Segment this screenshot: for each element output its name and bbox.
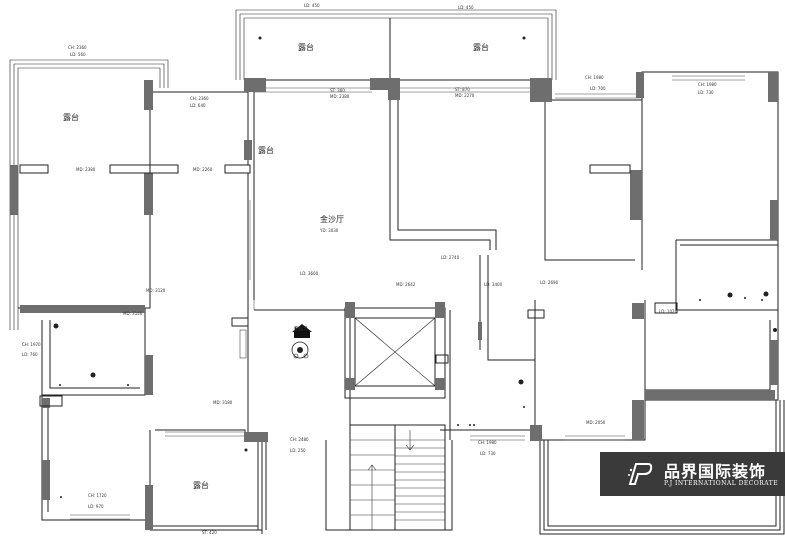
dim-ld730-bottom: LD: 730: [480, 451, 496, 456]
dim-ld2740: LD: 2740: [441, 255, 460, 260]
dim-ch1980-bottom: CH: 1980: [478, 440, 497, 445]
dim-md2380-left: MD: 2380: [76, 167, 96, 172]
dim-ld450-a: LD: 450: [304, 3, 320, 8]
dim-md2260: MD: 2260: [193, 167, 213, 172]
dim-md2642: MD: 2642: [396, 282, 416, 287]
brand-name: 品界国际装饰: [664, 462, 767, 481]
brand-logo-icon: [628, 463, 653, 485]
dim-md2050: MD: 2050: [586, 420, 606, 425]
dim-ld3400: LD: 3400: [484, 282, 503, 287]
dim-md3120: MD: 3120: [146, 288, 166, 293]
dim-ld760: LD: 760: [22, 352, 38, 357]
dim-ld2690: LD: 2690: [540, 280, 559, 285]
room-label-main-hall: 金沙厅: [320, 214, 344, 224]
door-gaps: [20, 165, 630, 173]
dim-ch1980-top: CH: 1980: [585, 75, 604, 80]
dim-st420: ST: 420: [202, 530, 217, 535]
fixture-dots: [53, 36, 777, 498]
dim-ld970: LD: 970: [88, 504, 104, 509]
dim-st870: ST: 870: [455, 87, 470, 92]
dim-ch1980-right: CH: 1980: [698, 82, 717, 87]
door-gap-outlines: [19, 164, 678, 407]
window-openings: [70, 75, 745, 520]
room-label-balcony-top-left: 露台: [298, 42, 314, 52]
dim-ch2360-mid: CH: 2360: [190, 96, 209, 101]
room-label-balcony-top-right: 露台: [473, 42, 489, 52]
top-balcony-walls: [235, 9, 557, 81]
entrance-icon: [239, 324, 312, 359]
dim-ld700: LD: 700: [590, 86, 606, 91]
brand-watermark: 品界国际装饰 P.J INTERNATIONAL DECORATE: [600, 452, 785, 496]
elevator-shaft: [344, 307, 446, 399]
dim-ld560: LD: 560: [70, 52, 86, 57]
room-label-balcony-corridor: 露台: [258, 145, 274, 155]
dim-ch1970: CH: 1970: [22, 342, 41, 347]
structural-columns: [10, 72, 778, 530]
dim-yd3030: YD: 3030: [319, 228, 339, 233]
dim-md2380: MD: 2380: [330, 94, 350, 99]
dim-ld450-b: LD: 450: [458, 5, 474, 10]
brand-subtitle: P.J INTERNATIONAL DECORATE: [664, 480, 779, 487]
dim-ld1020: LD: 1020: [659, 309, 678, 314]
dim-ch1720: CH: 1720: [88, 493, 107, 498]
entry-tag: ENT: [294, 326, 308, 333]
dim-ld3600: LD: 3600: [300, 271, 319, 276]
dim-ld730-right: LD: 730: [698, 90, 714, 95]
room-label-balcony-bottom: 露台: [193, 480, 209, 490]
dim-ld640: LD: 640: [190, 103, 206, 108]
staircase: [349, 424, 446, 531]
dim-ch2360-top: CH: 2360: [68, 45, 87, 50]
dim-md3180: MD: 3180: [213, 400, 233, 405]
dim-ch2480: CH: 2480: [290, 437, 309, 442]
dim-ld250: LD: 250: [290, 448, 306, 453]
dim-st360: ST: 360: [330, 88, 345, 93]
room-label-balcony-left: 露台: [63, 112, 79, 122]
dim-md3140: MD: 3140: [123, 311, 143, 316]
dim-md2270: MD: 2270: [455, 93, 475, 98]
